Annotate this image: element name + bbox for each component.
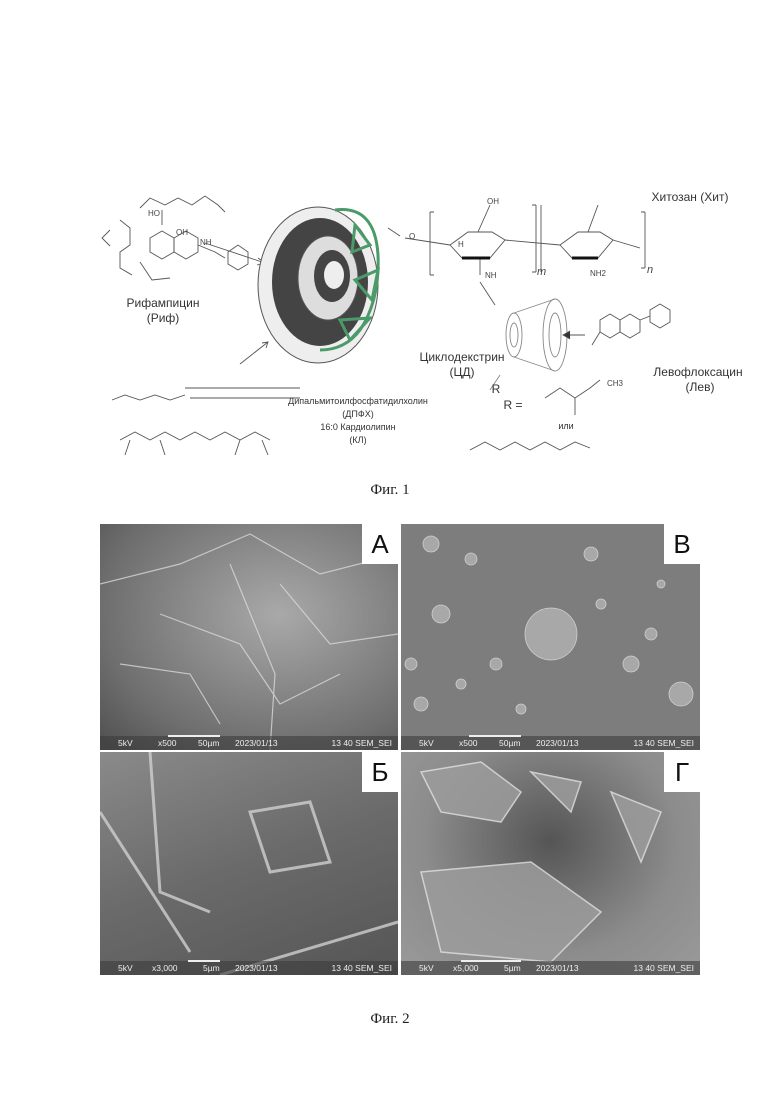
sem-info-bar-be: 5kV x3,000 5µm 2023/01/13 13 40 SEM_SEI [100, 961, 398, 975]
sem-image-a [100, 524, 398, 750]
levofloxacin-structure [592, 304, 670, 345]
chem-label-ch3: CH3 [607, 379, 623, 388]
dppc-name: Дипальмитоилфосфатидилхолин [288, 396, 428, 406]
chitosan-subscript-m: m [537, 266, 546, 278]
cyclodextrin-abbr: (ЦД) [450, 365, 475, 379]
sem-date: 2023/01/13 [235, 738, 278, 748]
sem-scale-bar [168, 735, 220, 737]
sem-info-bar-b: 5kV x500 50µm 2023/01/13 13 40 SEM_SEI [401, 736, 700, 750]
levofloxacin-abbr: (Лев) [686, 380, 715, 394]
chitosan-structure [405, 205, 645, 305]
sem-scale-label: 50µm [499, 738, 520, 748]
cardiolipin-name: 16:0 Кардиолипин [320, 422, 395, 432]
figure-2: А 5kV x500 50µm 2023/01/13 13 40 SEM_SEI… [100, 524, 700, 975]
sem-magnification: x5,000 [453, 963, 479, 973]
sem-info-bar-ge: 5kV x5,000 5µm 2023/01/13 13 40 SEM_SEI [401, 961, 700, 975]
sem-info: 13 40 SEM_SEI [332, 963, 392, 973]
cyclodextrin-name: Циклодекстрин [419, 350, 504, 364]
sem-info: 13 40 SEM_SEI [634, 963, 694, 973]
sem-info: 13 40 SEM_SEI [332, 738, 392, 748]
sem-scale-label: 5µm [504, 963, 521, 973]
chem-label-nh2: NH2 [590, 269, 606, 278]
sem-magnification: x500 [158, 738, 176, 748]
r-group-label: R [492, 382, 501, 396]
sem-panel-be: Б 5kV x3,000 5µm 2023/01/13 13 40 SEM_SE… [100, 752, 398, 975]
sem-scale-bar [188, 960, 220, 962]
figure-2-caption: Фиг. 2 [370, 1011, 409, 1028]
rifampicin-structure [102, 196, 248, 280]
or-label: или [558, 421, 573, 431]
rifampicin-abbr: (Риф) [147, 311, 180, 325]
sem-scale-label: 5µm [203, 963, 220, 973]
sem-date: 2023/01/13 [536, 738, 579, 748]
sem-info-bar-a: 5kV x500 50µm 2023/01/13 13 40 SEM_SEI [100, 736, 398, 750]
rifampicin-name: Рифампицин [127, 296, 200, 310]
figure-1-caption: Фиг. 1 [370, 482, 409, 499]
r-equals-label: R = [503, 398, 522, 412]
lipid-structures [112, 388, 300, 455]
chem-label-oh: OH [176, 228, 188, 237]
sem-scale-bar [461, 960, 521, 962]
chem-label-oh-chitosan: OH [487, 197, 499, 206]
sem-magnification: x500 [459, 738, 477, 748]
figure-1: HO OH NH NH NH2 OH H CH3 O m n Рифампици… [0, 0, 780, 500]
sem-panel-ge: Г 5kV x5,000 5µm 2023/01/13 13 40 SEM_SE… [401, 752, 700, 975]
panel-letter-b: В [664, 524, 700, 564]
cardiolipin-abbr: (КЛ) [349, 435, 366, 445]
sem-magnification: x3,000 [152, 963, 178, 973]
chem-label-h: H [458, 240, 464, 249]
chem-label-nh: NH [200, 238, 212, 247]
liposome-illustration [258, 207, 378, 363]
sem-kv: 5kV [118, 963, 133, 973]
cyclodextrin-structure [490, 299, 567, 390]
sem-info: 13 40 SEM_SEI [634, 738, 694, 748]
sem-date: 2023/01/13 [235, 963, 278, 973]
sem-image-b [401, 524, 700, 750]
chem-label-ho: HO [148, 209, 160, 218]
levofloxacin-name: Левофлоксацин [653, 365, 742, 379]
sem-panel-a: А 5kV x500 50µm 2023/01/13 13 40 SEM_SEI [100, 524, 398, 750]
chitosan-name: Хитозан (Хит) [652, 190, 729, 204]
sem-scale-label: 50µm [198, 738, 219, 748]
sem-kv: 5kV [118, 738, 133, 748]
sem-date: 2023/01/13 [536, 963, 579, 973]
chem-label-nh-chitosan: NH [485, 271, 497, 280]
chitosan-subscript-n: n [647, 264, 653, 276]
sem-panel-b: В 5kV x500 50µm 2023/01/13 13 40 SEM_SEI [401, 524, 700, 750]
sem-image-be [100, 752, 398, 975]
sem-kv: 5kV [419, 963, 434, 973]
dppc-abbr: (ДПФХ) [342, 409, 373, 419]
sem-scale-bar [469, 735, 521, 737]
panel-letter-a: А [362, 524, 398, 564]
sem-kv: 5kV [419, 738, 434, 748]
sem-image-ge [401, 752, 700, 975]
chem-label-o: O [409, 232, 415, 241]
panel-letter-be: Б [362, 752, 398, 792]
panel-letter-ge: Г [664, 752, 700, 792]
